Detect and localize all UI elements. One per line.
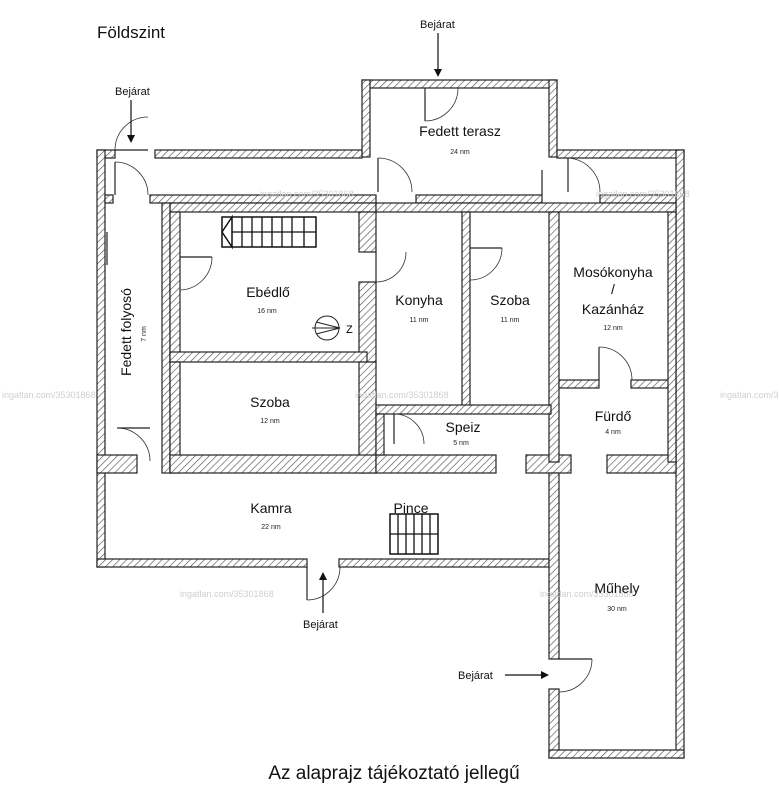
room-room2-area: 12 nm [260, 418, 280, 425]
watermarks: ingatlan.com/35301868 ingatlan.com/35301… [2, 189, 779, 599]
room-bath-area: 4 nm [605, 429, 621, 436]
room-pantry-name: Speiz [445, 419, 480, 435]
disclaimer: Az alaprajz tájékoztató jellegű [268, 763, 519, 784]
room-laundry-name-line2: / [611, 281, 615, 297]
staircase-dining [221, 214, 317, 250]
room-room1-name: Szoba [490, 292, 530, 308]
room-workshop-name: Műhely [594, 580, 639, 596]
room-laundry-name-line3: Kazánház [582, 301, 644, 317]
entrance-label-workshop: Bejárat [458, 670, 493, 682]
entrance-label-top: Bejárat [420, 19, 455, 31]
room-pantry-area: 5 nm [453, 440, 469, 447]
room-cellar-name: Pince [393, 500, 428, 516]
room-bath-name: Fürdő [595, 408, 632, 424]
room-dining-name: Ebédlő [246, 284, 290, 300]
room-corridor-name: Fedett folyosó [118, 288, 134, 376]
watermark: ingatlan.com/35301868 [260, 189, 354, 199]
watermark: ingatlan.com/35301868 [540, 589, 634, 599]
room-terrace-area: 24 nm [450, 149, 470, 156]
watermark: ingatlan.com/35301868 [180, 589, 274, 599]
room-corridor-area: 7 nm [141, 326, 148, 342]
room-room1-area: 11 nm [501, 317, 520, 324]
room-laundry-area: 12 nm [603, 325, 623, 332]
room-terrace-name: Fedett terasz [419, 123, 501, 139]
room-laundry-name-line1: Mosókonyha [573, 264, 653, 280]
room-room2-name: Szoba [250, 394, 290, 410]
room-dining-area: 16 nm [257, 308, 277, 315]
floor-title: Földszint [97, 23, 165, 42]
entrance-label-bottom: Bejárat [303, 619, 338, 631]
watermark: ingatlan.com/35301868 [2, 390, 96, 400]
compass-letter: Z [346, 324, 353, 336]
room-storage-name: Kamra [250, 500, 291, 516]
watermark: ingatlan.com/35301868 [720, 390, 779, 400]
compass-icon: Z [312, 315, 353, 341]
doors [106, 87, 633, 693]
watermark: ingatlan.com/35301868 [596, 189, 690, 199]
room-storage-area: 22 nm [261, 524, 281, 531]
entrance-arrows [127, 33, 549, 679]
watermark: ingatlan.com/35301868 [355, 390, 449, 400]
walls [96, 79, 685, 759]
room-kitchen-name: Konyha [395, 292, 443, 308]
room-kitchen-area: 11 nm [410, 317, 429, 324]
entrance-label-left: Bejárat [115, 86, 150, 98]
staircase-cellar [389, 513, 439, 555]
room-workshop-area: 30 nm [607, 606, 627, 613]
